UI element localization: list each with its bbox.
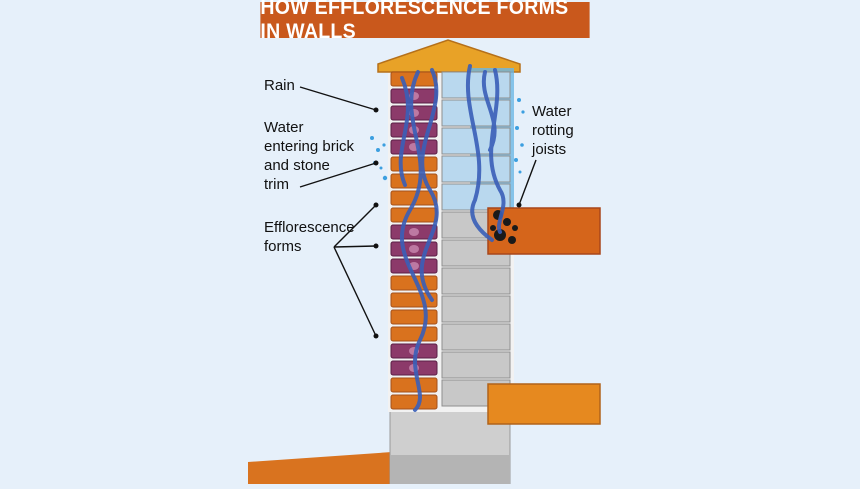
- leader-lines: [299, 86, 537, 337]
- salt-deposit: [409, 228, 419, 236]
- water-droplets: [370, 98, 525, 181]
- label-line: Water: [264, 119, 304, 136]
- leader-dots: [373, 107, 522, 339]
- label-line: forms: [264, 238, 302, 255]
- label-line: entering brick: [264, 138, 355, 155]
- label-efflorescence: Efflorescence forms: [264, 218, 355, 256]
- label-line: and stone: [264, 157, 330, 174]
- concrete-block: [441, 71, 511, 99]
- rot-spots: [490, 210, 518, 244]
- label-water-rotting: Water rotting joists: [532, 102, 574, 159]
- foundation-shadow: [390, 455, 510, 484]
- label-rain: Rain: [264, 76, 295, 95]
- concrete-block: [441, 295, 511, 323]
- brick: [390, 377, 438, 393]
- label-line: trim: [264, 176, 289, 193]
- label-line: rotting: [532, 122, 574, 139]
- brick: [390, 394, 438, 410]
- concrete-block: [441, 267, 511, 295]
- label-rain-text: Rain: [264, 77, 295, 94]
- label-water-entering: Water entering brick and stone trim: [264, 118, 354, 194]
- inner-block-wythe: [441, 71, 511, 407]
- concrete-block: [441, 99, 511, 127]
- roof-cap: [377, 39, 521, 73]
- page-title: HOW EFFLORESCENCE FORMS IN WALLS: [260, 0, 590, 43]
- water-paths: [398, 64, 506, 412]
- label-line: Water: [532, 103, 572, 120]
- ground-slab: [248, 452, 392, 484]
- label-line: joists: [532, 141, 567, 158]
- brick: [390, 326, 438, 342]
- concrete-block: [441, 155, 511, 183]
- concrete-block: [441, 351, 511, 379]
- salt-deposit: [409, 245, 419, 253]
- brick: [390, 156, 438, 172]
- brick: [390, 173, 438, 189]
- lower-joist: [487, 383, 601, 425]
- label-line: Efflorescence: [264, 219, 355, 236]
- brick: [390, 207, 438, 223]
- concrete-block: [441, 323, 511, 351]
- upper-joist: [487, 207, 601, 255]
- brick: [390, 309, 438, 325]
